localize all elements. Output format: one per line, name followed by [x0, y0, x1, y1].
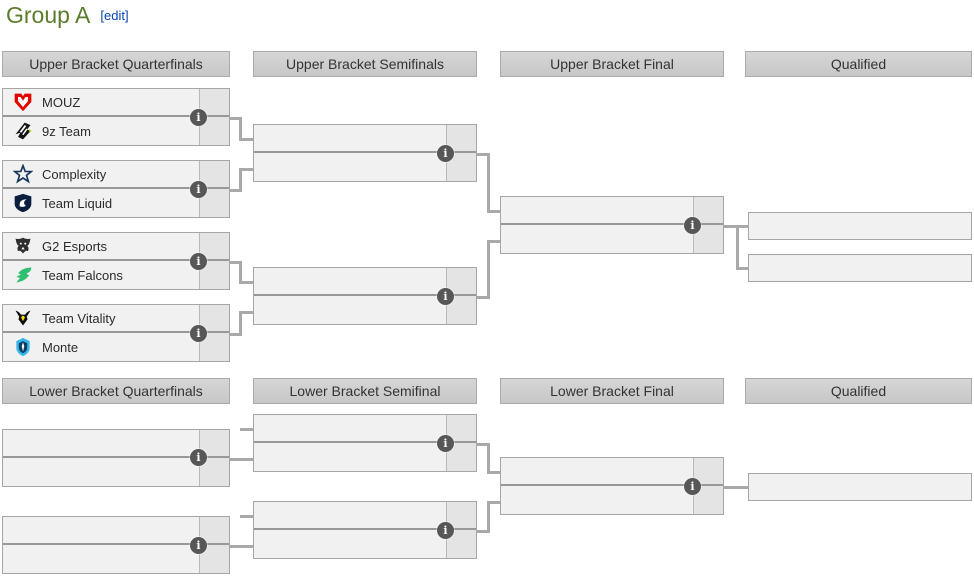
mouz-logo-icon[interactable]	[13, 92, 33, 112]
match-ubqf-4: Team Vitality Monte	[2, 304, 230, 362]
bracket-connector-line	[240, 515, 253, 518]
qualified-slot-3	[748, 473, 972, 501]
match-info-icon[interactable]: i	[190, 325, 207, 342]
match-info-icon[interactable]: i	[190, 449, 207, 466]
group-title-text: Group A	[6, 2, 91, 28]
match-info-icon[interactable]: i	[437, 522, 454, 539]
header-lower-qualified: Qualified	[745, 378, 972, 404]
match-info-icon[interactable]: i	[190, 181, 207, 198]
match-info-icon[interactable]: i	[684, 217, 701, 234]
qualified-slot-1	[748, 212, 972, 240]
bracket-connector-line	[230, 117, 242, 120]
match-ubqf-1: MOUZ 9z Team	[2, 88, 230, 146]
match-info-icon[interactable]: i	[190, 109, 207, 126]
header-lower-quarterfinals: Lower Bracket Quarterfinals	[2, 378, 230, 404]
bracket-connector-line	[239, 117, 242, 141]
bracket-connector-line	[487, 471, 500, 474]
bracket-connector-line	[230, 261, 242, 264]
complexity-logo-icon[interactable]	[13, 164, 33, 184]
header-upper-qualified: Qualified	[745, 51, 972, 77]
bracket-connector-line	[239, 168, 242, 192]
bracket-connector-line	[477, 153, 490, 156]
bracket-connector-line	[487, 210, 500, 213]
team-name[interactable]: MOUZ	[42, 94, 81, 110]
bracket-connector-line	[230, 333, 242, 336]
team-name[interactable]: Team Liquid	[42, 195, 113, 211]
team-slot: 9z Team	[3, 117, 229, 145]
match-lbsf-2	[253, 501, 477, 559]
bracket-connector-line	[239, 311, 253, 314]
team-name[interactable]: G2 Esports	[42, 238, 108, 254]
match-info-icon[interactable]: i	[684, 478, 701, 495]
page-title: Group A [edit]	[6, 2, 129, 29]
bracket-connector-line	[239, 138, 253, 141]
bracket-connector-line	[230, 545, 253, 548]
team-slot: Team Vitality	[3, 305, 229, 333]
team-slot: MOUZ	[3, 89, 229, 117]
match-info-icon[interactable]: i	[190, 253, 207, 270]
bracket-connector-line	[477, 296, 490, 299]
bracket-connector-line	[487, 153, 490, 213]
header-lower-final: Lower Bracket Final	[500, 378, 724, 404]
header-upper-final: Upper Bracket Final	[500, 51, 724, 77]
team-name[interactable]: Monte	[42, 339, 79, 355]
monte-logo-icon[interactable]	[13, 337, 33, 357]
team-vitality-logo-icon[interactable]	[13, 308, 33, 328]
bracket-connector-line	[239, 168, 253, 171]
9z-team-logo-icon[interactable]	[13, 121, 33, 141]
bracket-connector-line	[230, 458, 253, 461]
bracket-connector-line	[239, 261, 242, 284]
bracket-connector-line	[239, 311, 242, 336]
team-falcons-logo-icon[interactable]	[13, 265, 33, 285]
bracket-connector-line	[724, 486, 748, 489]
bracket-connector-line	[487, 501, 490, 533]
bracket-connector-line	[736, 225, 739, 270]
header-upper-semifinals: Upper Bracket Semifinals	[253, 51, 477, 77]
team-slot-empty	[3, 545, 229, 573]
team-liquid-logo-icon[interactable]	[13, 193, 33, 213]
header-lower-semifinal: Lower Bracket Semifinal	[253, 378, 477, 404]
bracket-connector-line	[239, 281, 253, 284]
bracket-connector-line	[487, 443, 490, 474]
bracket-connector-line	[477, 443, 490, 446]
bracket-connector-line	[487, 240, 500, 243]
bracket-connector-line	[477, 530, 490, 533]
match-info-icon[interactable]: i	[437, 145, 454, 162]
match-info-icon[interactable]: i	[190, 537, 207, 554]
match-info-icon[interactable]: i	[437, 288, 454, 305]
bracket-connector-line	[240, 428, 253, 431]
team-name[interactable]: Team Vitality	[42, 310, 116, 326]
bracket-connector-line	[736, 267, 748, 270]
team-name[interactable]: Team Falcons	[42, 267, 123, 283]
g2-esports-logo-icon[interactable]	[13, 236, 33, 256]
match-info-icon[interactable]: i	[437, 435, 454, 452]
team-name[interactable]: 9z Team	[42, 123, 91, 139]
bracket-connector-line	[487, 240, 490, 299]
bracket-connector-line	[230, 189, 242, 192]
qualified-slot-2	[748, 254, 972, 282]
team-name[interactable]: Complexity	[42, 166, 107, 182]
bracket-connector-line	[487, 501, 500, 504]
edit-link[interactable]: [edit]	[100, 8, 129, 23]
header-upper-quarterfinals: Upper Bracket Quarterfinals	[2, 51, 230, 77]
